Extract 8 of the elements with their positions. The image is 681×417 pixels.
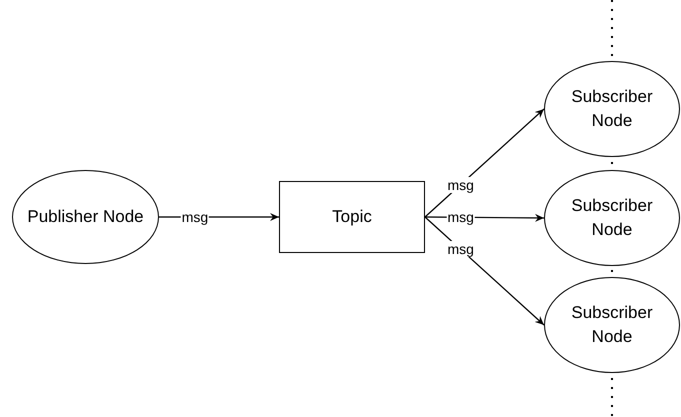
node-label: Subscriber Node (570, 302, 654, 348)
edge-label: msg (446, 241, 475, 258)
topic-box (279, 181, 425, 253)
node-label: Subscriber Node (570, 195, 654, 241)
edge-label: msg (446, 176, 475, 193)
node-label: Subscriber Node (570, 86, 654, 132)
node-label: Topic (331, 206, 373, 228)
node-label: Publisher Node (26, 206, 145, 228)
